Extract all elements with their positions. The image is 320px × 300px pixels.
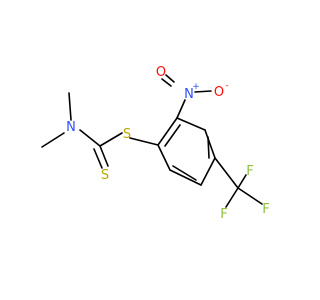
f-right-label: F [262, 202, 269, 217]
f-left-label: F [220, 207, 227, 222]
dithiocarbamate-bonds [79, 129, 159, 169]
thioether-s-label: S [123, 127, 131, 142]
benzene-ring [157, 117, 216, 186]
f-top-label: F [246, 164, 253, 179]
nitro-o-double-label: O [156, 65, 166, 80]
nitro-n-label: N [184, 87, 194, 102]
thione-s-label: S [101, 168, 109, 183]
structure-drawing: N + O O - S N S F F F [41, 65, 270, 222]
dimethyl-bonds [41, 92, 72, 148]
atom-labels: N + O O - S N S F F F [66, 65, 270, 222]
nitro-n-charge: + [192, 82, 200, 92]
amine-n-label: N [66, 120, 76, 135]
nitro-bonds [161, 74, 212, 119]
nitro-o-single-label: O [214, 85, 224, 100]
nitro-o-charge: - [225, 81, 228, 91]
cf3-bonds [214, 157, 263, 208]
molecule-diagram: N + O O - S N S F F F [41, 65, 270, 222]
